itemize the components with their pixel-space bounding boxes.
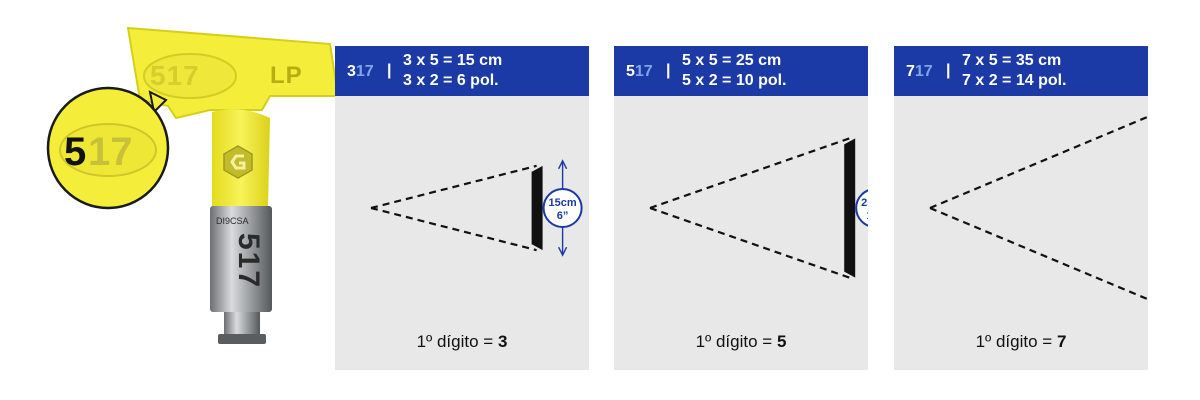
- spray-tip-drawing: DI9CSA: [46, 26, 340, 344]
- magnifier-tail: [148, 90, 168, 115]
- tip-barrel: [210, 206, 272, 312]
- width-in-formula: 5 x 2 = 10 pol.: [682, 72, 787, 89]
- panel-header: 717 | 7 x 5 = 35 cm 7 x 2 = 14 pol.: [894, 46, 1148, 96]
- magnifier-oval: [59, 123, 157, 177]
- width-in-formula: 7 x 2 = 14 pol.: [962, 72, 1067, 89]
- spray-tip-illustration: DI9CSA 5 17 517 LP 517: [0, 0, 340, 400]
- width-badge: [855, 189, 868, 227]
- handle-code: 517: [150, 60, 200, 91]
- first-digit-label: 1º dígito =: [416, 332, 498, 351]
- tip-code-first: 7: [906, 63, 915, 80]
- first-digit-line: 1º dígito = 7: [894, 332, 1148, 352]
- magnifier-rest-digits: 17: [88, 130, 133, 174]
- fan-edge-top: [929, 115, 1148, 210]
- panel-header: 317 | 3 x 5 = 15 cm 3 x 2 = 6 pol.: [335, 46, 589, 96]
- header-separator: |: [387, 62, 392, 79]
- width-in-label: 10”: [866, 210, 868, 222]
- tip-code-first: 3: [347, 63, 356, 80]
- dimension-arrow-bottom: [557, 246, 568, 257]
- graco-logo: [223, 145, 253, 179]
- width-badge: [542, 188, 583, 228]
- width-cm-label: 15cm: [549, 197, 577, 209]
- tip-code: 517: [626, 63, 653, 81]
- header-separator: |: [666, 62, 671, 79]
- handle-marking: LP: [270, 62, 303, 89]
- barrel-code: 517: [232, 232, 266, 290]
- svg-text:DI9CSA: DI9CSA: [216, 216, 249, 226]
- magnifier-first-digit: 5: [64, 130, 87, 174]
- first-digit-value: 5: [776, 332, 787, 351]
- tip-code: 717: [906, 63, 933, 81]
- fan-edge-bottom: [929, 206, 1148, 301]
- first-digit-line: 1º dígito = 3: [335, 332, 589, 352]
- tip-code: 317: [347, 63, 374, 81]
- width-cm-formula: 7 x 5 = 35 cm: [962, 52, 1062, 69]
- spray-pattern-bar: [531, 165, 543, 251]
- tip-code-rest: 17: [914, 63, 933, 80]
- handle-oval: [143, 53, 237, 99]
- header-separator: |: [946, 62, 951, 79]
- first-digit-value: 7: [1056, 332, 1067, 351]
- tip-code-rest: 17: [634, 63, 653, 80]
- tip-code-rest: 17: [355, 63, 374, 80]
- width-cm-formula: 5 x 5 = 25 cm: [682, 52, 782, 69]
- fan-edge-top: [370, 164, 537, 210]
- fan-edge-top: [649, 137, 850, 210]
- first-digit-label: 1º dígito =: [695, 332, 777, 351]
- fan-edge-bottom: [649, 206, 850, 279]
- first-digit-line: 1º dígito = 5: [614, 332, 868, 352]
- panel-header: 517 | 5 x 5 = 25 cm 5 x 2 = 10 pol.: [614, 46, 868, 96]
- spray-pattern-bar: [844, 138, 856, 278]
- tip-code-first: 5: [626, 63, 635, 80]
- first-digit-value: 3: [497, 332, 508, 351]
- spray-fan-diagram: 25cm10”: [649, 137, 868, 279]
- width-cm-formula: 3 x 5 = 15 cm: [403, 52, 503, 69]
- panel-717: 717 | 7 x 5 = 35 cm 7 x 2 = 14 pol. 35cm…: [894, 46, 1148, 370]
- width-in-label: 6”: [557, 210, 569, 222]
- width-in-formula: 3 x 2 = 6 pol.: [403, 72, 499, 89]
- spray-fan-diagram: 35cm14”: [929, 115, 1148, 301]
- dimension-arrow-top: [557, 159, 568, 170]
- first-digit-label: 1º dígito =: [975, 332, 1057, 351]
- fan-edge-bottom: [370, 206, 537, 252]
- panel-517: 517 | 5 x 5 = 25 cm 5 x 2 = 10 pol. 25cm…: [614, 46, 868, 370]
